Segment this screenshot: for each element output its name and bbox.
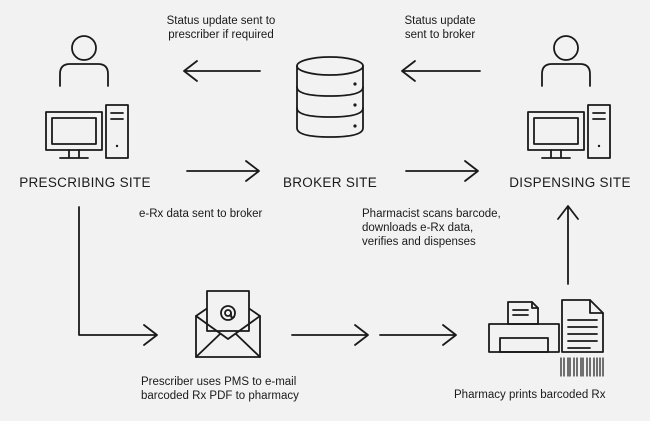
- status-to-prescriber-line-1: Status update sent to: [166, 15, 276, 27]
- dispensing-site-title: DISPENSING SITE: [509, 175, 631, 190]
- status-to-prescriber-line-2: prescriber if required: [168, 29, 274, 41]
- prescriber-computer-icon: [45, 104, 129, 159]
- arrow-broker-to-prescriber: [183, 60, 261, 82]
- prescriber-user-icon: [59, 35, 109, 87]
- pharmacy-prints-label: Pharmacy prints barcoded Rx: [454, 389, 606, 401]
- barcode-document-icon: [560, 299, 604, 377]
- status-to-broker-label: Status update sent to broker: [385, 14, 495, 42]
- printer-icon: [488, 301, 560, 353]
- dispenser-user-icon: [541, 35, 591, 87]
- prescribing-site-title: PRESCRIBING SITE: [19, 175, 151, 190]
- arrow-prescriber-to-email: [78, 206, 158, 346]
- barcode-icon: [560, 357, 604, 377]
- prescriber-email-line-1: Prescriber uses PMS to e-mail: [141, 376, 297, 388]
- dispenser-computer-icon: [527, 104, 611, 159]
- prescriber-email-label: Prescriber uses PMS to e-mail barcoded R…: [141, 375, 299, 403]
- status-to-broker-line-2: sent to broker: [404, 29, 476, 41]
- pharmacist-scans-line-2: downloads e-Rx data,: [362, 222, 474, 234]
- pharmacist-scans-label: Pharmacist scans barcode, downloads e-Rx…: [362, 207, 501, 249]
- arrow-printer-to-dispensing: [557, 205, 579, 285]
- arrow-email-to-mid: [291, 324, 369, 346]
- email-envelope-icon: [195, 290, 261, 358]
- arrow-mid-to-printer: [379, 324, 457, 346]
- arrow-broker-to-dispensing: [405, 160, 479, 182]
- erx-to-broker-label: e-Rx data sent to broker: [139, 208, 263, 220]
- arrow-prescriber-to-broker: [186, 160, 260, 182]
- pharmacist-scans-line-3: verifies and dispenses: [362, 236, 476, 248]
- broker-site-title: BROKER SITE: [282, 175, 378, 190]
- database-icon: [296, 56, 364, 138]
- status-to-prescriber-label: Status update sent to prescriber if requ…: [146, 14, 296, 42]
- arrow-dispensing-to-broker: [401, 60, 481, 82]
- status-to-broker-line-1: Status update: [404, 15, 476, 27]
- pharmacist-scans-line-1: Pharmacist scans barcode,: [362, 208, 501, 220]
- prescriber-email-line-2: barcoded Rx PDF to pharmacy: [141, 390, 299, 402]
